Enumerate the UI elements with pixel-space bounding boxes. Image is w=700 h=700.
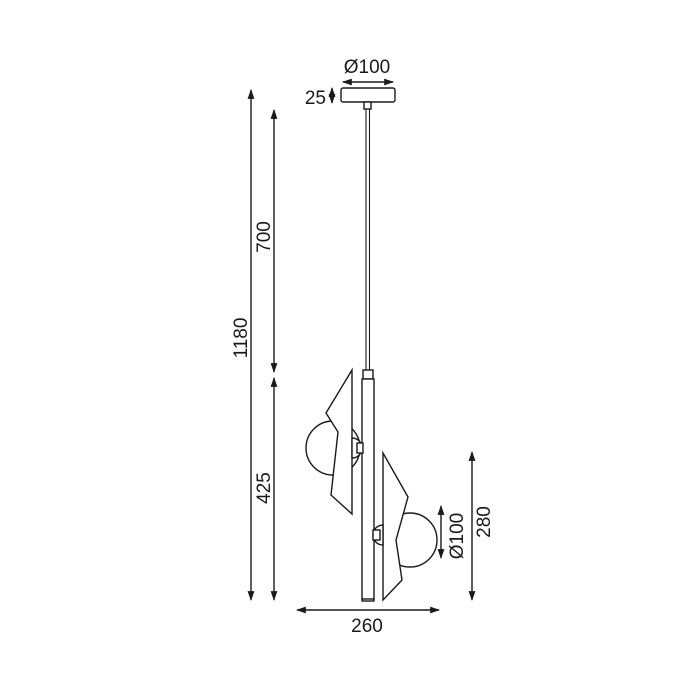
rod-connector [362,369,374,380]
dim-canopy-height: 25 [305,88,326,109]
upper-light-module [305,367,364,516]
ceiling-canopy [340,87,396,103]
dim-body-height: 425 [254,472,275,504]
lamp-body [305,87,438,602]
lower-shade [382,450,409,602]
dim-cable-length: 700 [254,221,275,253]
dim-canopy-diameter: Ø100 [344,57,390,78]
dim-globe-diameter: Ø100 [447,513,468,559]
dim-total-width: 260 [351,616,383,637]
vertical-rod [361,378,375,602]
dim-total-height: 1180 [231,318,252,359]
canopy-cord-grip [363,101,372,110]
upper-shade [325,367,353,516]
lower-light-module [372,450,438,602]
dim-shade-height: 280 [474,506,495,538]
